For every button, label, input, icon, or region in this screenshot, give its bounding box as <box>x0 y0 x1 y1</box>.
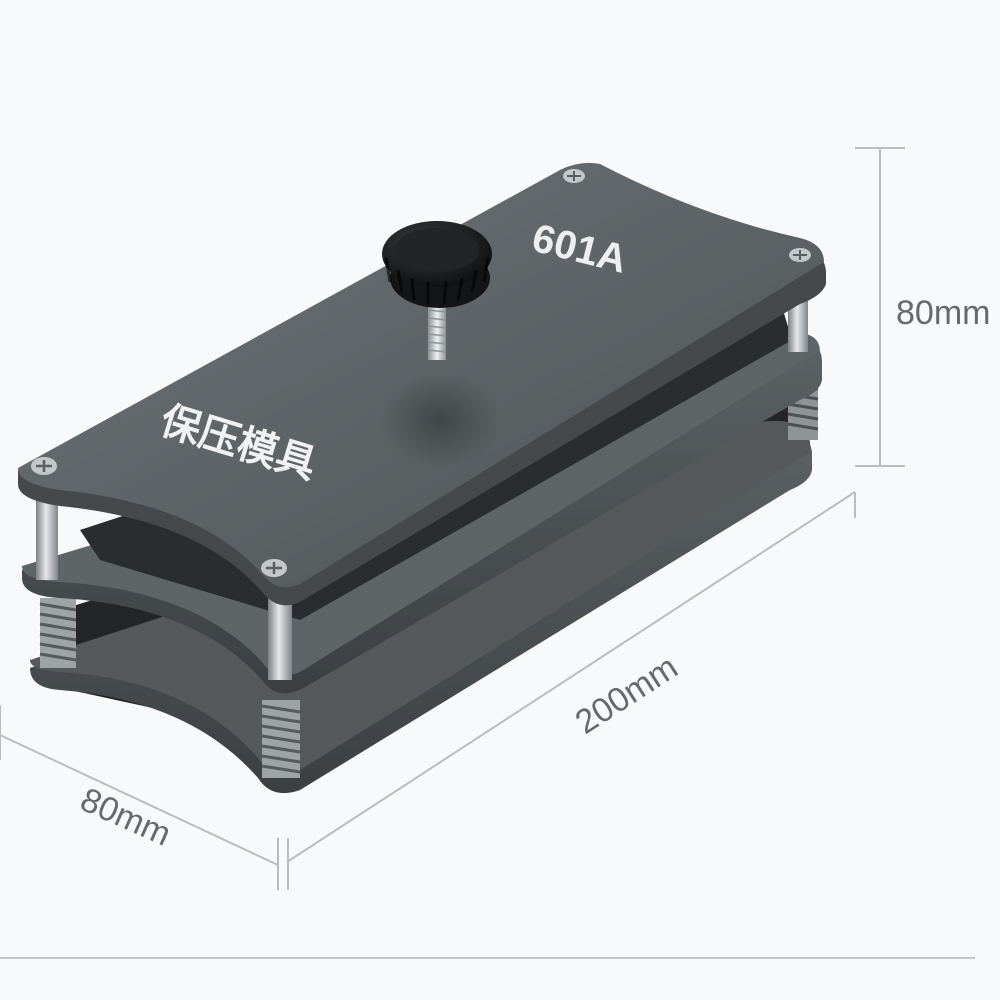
spring-front-right <box>261 700 301 778</box>
screw-icon <box>261 559 287 577</box>
rod-front-left <box>36 490 58 580</box>
spring-front-left <box>39 598 77 668</box>
screw-icon <box>563 169 585 183</box>
screw-icon <box>789 248 811 262</box>
width-dimension-label: 80mm <box>75 781 177 854</box>
height-dimension-label: 80mm <box>896 294 990 332</box>
dimension-lines <box>0 147 905 890</box>
corner-screws <box>31 169 811 577</box>
length-dimension-label: 200mm <box>569 648 685 742</box>
screw-icon <box>31 457 57 475</box>
pressure-mold: 601A 保压模具 <box>18 162 826 794</box>
knob-icon <box>382 221 492 308</box>
threaded-screw <box>428 300 446 360</box>
